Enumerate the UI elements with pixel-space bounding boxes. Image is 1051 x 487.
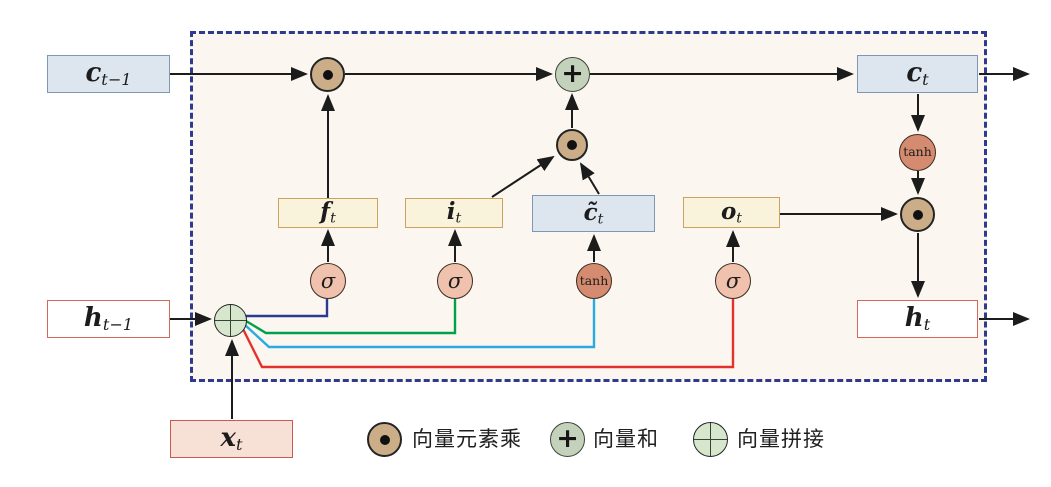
sigma-symbol: σ: [320, 268, 336, 293]
node-x-input: xt: [170, 420, 293, 458]
node-h-out: ht: [857, 300, 978, 338]
node-c-out: ct: [857, 55, 978, 93]
node-label: xt: [220, 422, 243, 454]
dot-icon: [912, 209, 923, 220]
dot-icon: [322, 69, 333, 80]
node-label: ct−1: [85, 57, 132, 89]
sigma-gate-forget: σ: [310, 263, 346, 299]
wire-output-gate: [241, 299, 735, 369]
legend-label-multiply: 向量元素乘: [412, 427, 522, 451]
wire-forget-gate: [246, 299, 329, 318]
sigma-gate-input: σ: [437, 263, 473, 299]
node-label: ot: [720, 197, 743, 227]
sigma-symbol: σ: [725, 268, 741, 293]
legend-label-sum: 向量和: [593, 427, 659, 451]
wire-input-gate: [245, 299, 457, 335]
sigma-gate-output: σ: [715, 263, 751, 299]
tanh-symbol: tanh: [903, 144, 932, 160]
elementwise-multiply-icon: [900, 197, 935, 232]
vector-concat-icon: [693, 422, 728, 457]
node-label: ft: [320, 198, 336, 227]
node-c-prev: ct−1: [47, 55, 170, 93]
node-f-gate: ft: [278, 198, 378, 228]
legend-label-concat: 向量拼接: [737, 427, 825, 451]
tanh-output-activation: tanh: [899, 134, 936, 171]
node-label: c̃t: [583, 198, 604, 228]
vector-sum-icon: +: [550, 422, 585, 457]
elementwise-multiply-icon: [310, 57, 345, 92]
node-h-prev: ht−1: [47, 300, 170, 338]
node-c-tilde: c̃t: [532, 195, 655, 232]
node-label: ht: [904, 302, 931, 334]
plus-icon: +: [556, 423, 579, 454]
node-i-gate: it: [405, 198, 503, 228]
vector-sum-icon: +: [555, 57, 590, 92]
elementwise-multiply-icon: [556, 129, 588, 161]
vector-concat-icon: [214, 304, 247, 337]
node-label: ht−1: [83, 302, 134, 334]
dot-icon: [567, 140, 577, 150]
tanh-symbol: tanh: [579, 272, 609, 288]
sigma-symbol: σ: [447, 268, 463, 293]
arrow-igate-to-multiply2: [491, 155, 555, 198]
node-o-gate: ot: [683, 197, 780, 228]
elementwise-multiply-icon: [367, 422, 402, 457]
wire-candidate: [244, 299, 596, 349]
dot-icon: [379, 434, 390, 445]
node-label: ct: [906, 57, 929, 89]
arrow-ctilde-to-multiply2: [579, 162, 600, 195]
plus-icon: +: [561, 58, 584, 89]
node-label: it: [446, 198, 462, 227]
tanh-gate-candidate: tanh: [576, 263, 612, 299]
